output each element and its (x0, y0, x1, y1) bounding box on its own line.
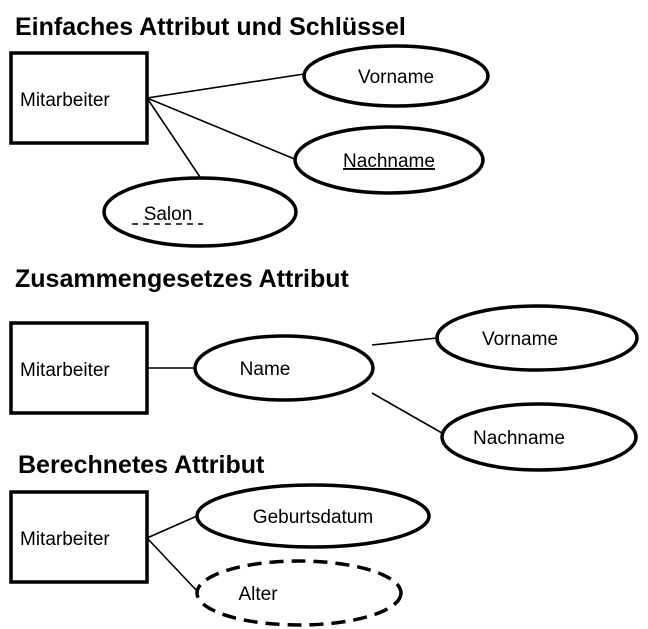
part-label: Vorname (482, 329, 558, 350)
section-title-simple: Einfaches Attribut und Schlüssel (15, 13, 406, 41)
entity-label: Mitarbeiter (20, 90, 110, 111)
derived-attribute-alter (195, 559, 403, 627)
edge (371, 392, 443, 434)
attribute-vorname (302, 44, 490, 108)
part-attribute-vorname (435, 304, 639, 372)
composite-attribute-name (193, 334, 375, 402)
attribute-label: Geburtsdatum (253, 507, 373, 528)
derived-label: Alter (238, 584, 278, 605)
edge (146, 515, 198, 539)
composite-label: Name (240, 359, 291, 380)
edge (146, 97, 298, 161)
entity-box (9, 51, 149, 145)
edge (146, 73, 305, 99)
edge (146, 97, 201, 178)
edge (146, 537, 198, 592)
entity-label: Mitarbeiter (20, 360, 110, 381)
partial-key-label: Salon (144, 204, 193, 225)
part-attribute-nachname (440, 402, 638, 472)
section-title-derived: Berechnetes Attribut (18, 451, 265, 479)
key-attribute-label: Nachname (343, 151, 435, 172)
attribute-geburtsdatum (195, 483, 431, 549)
partial-key-attribute-salon (102, 176, 298, 248)
edge (371, 337, 438, 346)
entity-label: Mitarbeiter (20, 529, 110, 550)
key-attribute-nachname (293, 125, 485, 195)
part-label: Nachname (473, 428, 565, 449)
section-title-composite: Zusammengesetzes Attribut (15, 265, 350, 293)
entity-box (9, 490, 149, 584)
attribute-label: Vorname (358, 67, 434, 88)
entity-box (9, 321, 149, 415)
